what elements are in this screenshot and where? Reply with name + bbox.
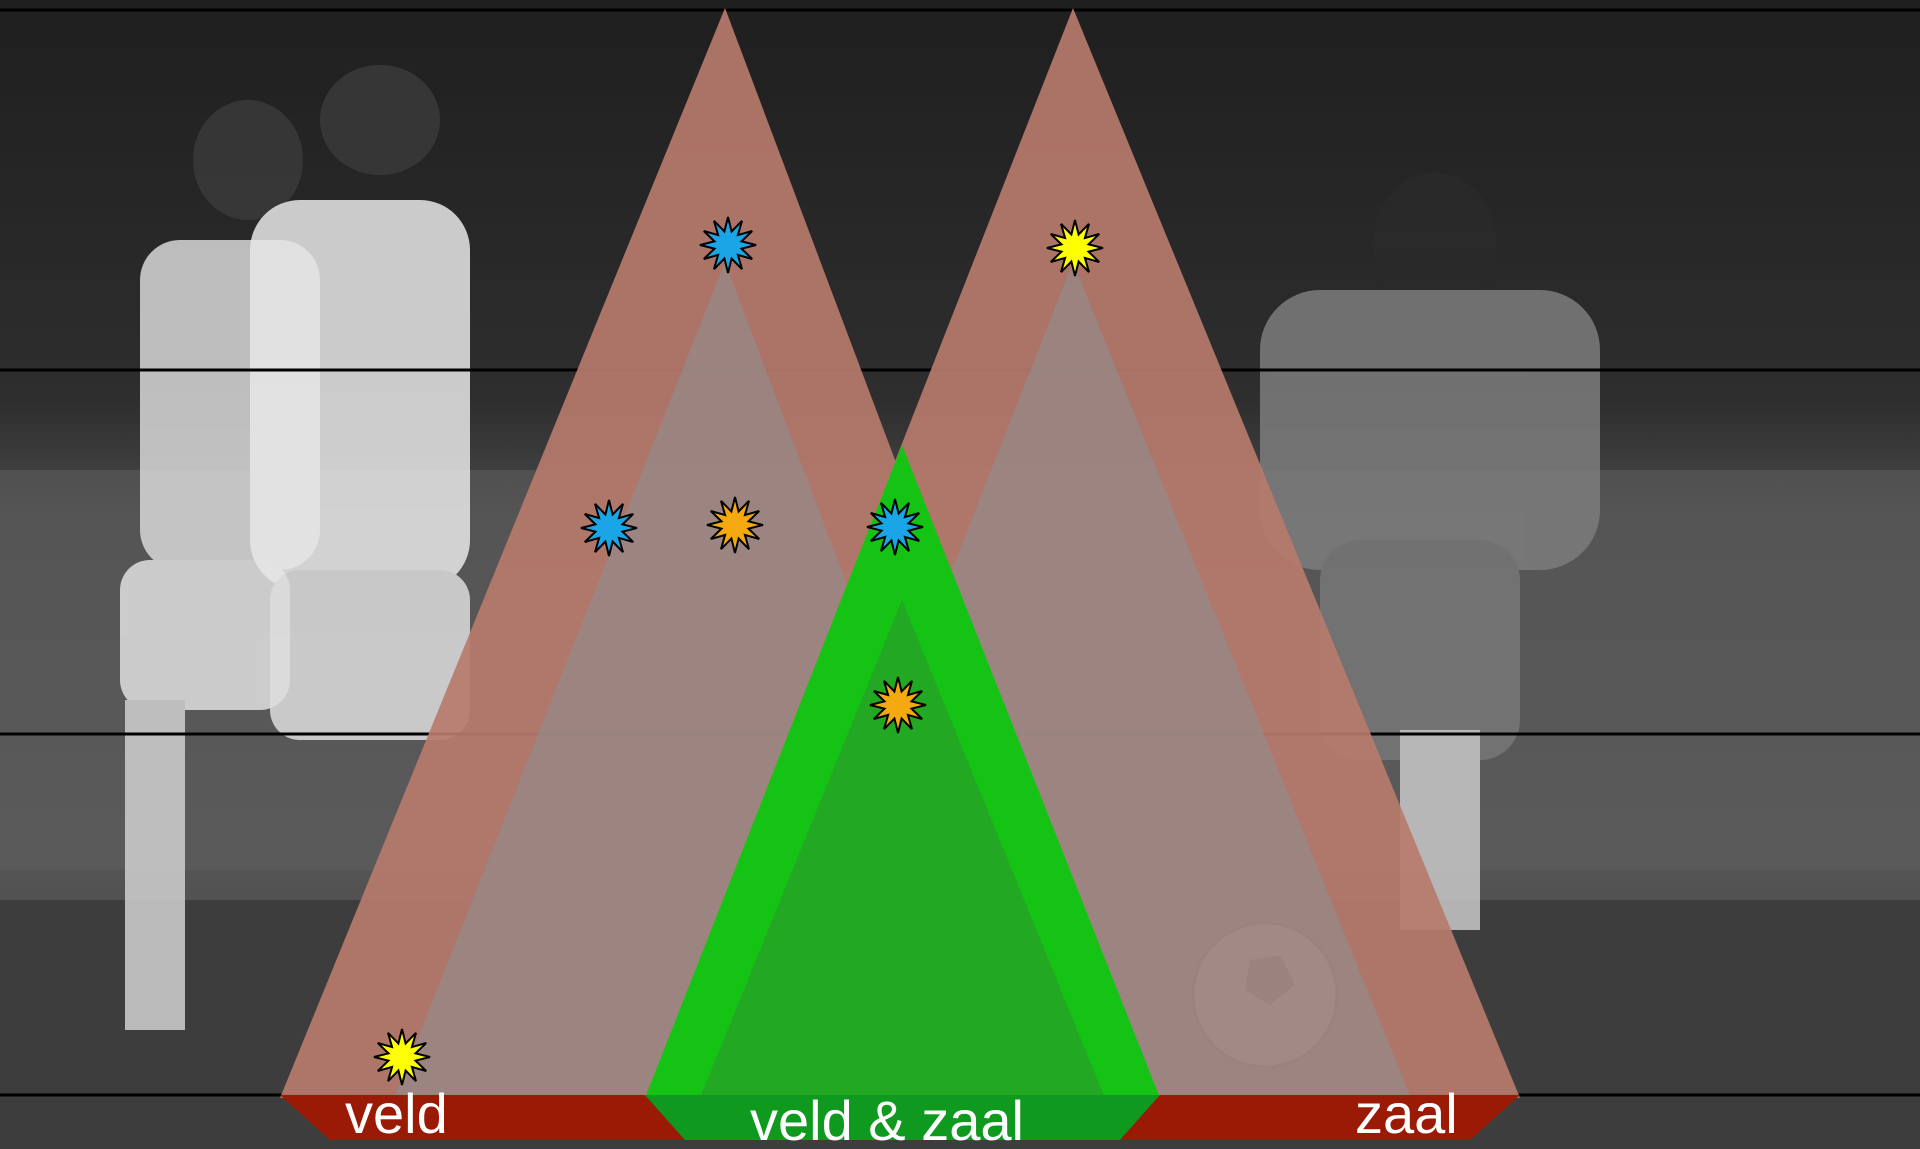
base-bar-left (280, 1095, 685, 1140)
label-zaal: zaal (1355, 1082, 1458, 1145)
star-yellow-icon (1046, 219, 1104, 277)
star-blue-icon (580, 499, 638, 557)
player-number-6 (250, 65, 470, 740)
base-bar-right (1120, 1095, 1520, 1140)
star-blue-icon (699, 216, 757, 274)
player-right (1260, 173, 1600, 930)
star-markers (373, 216, 1104, 1086)
label-veld: veld (345, 1082, 448, 1145)
star-yellow-icon (373, 1028, 431, 1086)
star-orange-icon (706, 496, 764, 554)
base-bar-center (645, 1095, 1160, 1140)
label-veld-en-zaal: veld & zaal (750, 1089, 1024, 1149)
overlap-triangle-inner (700, 600, 1105, 1098)
star-orange-icon (869, 676, 927, 734)
star-blue-icon (866, 498, 924, 556)
